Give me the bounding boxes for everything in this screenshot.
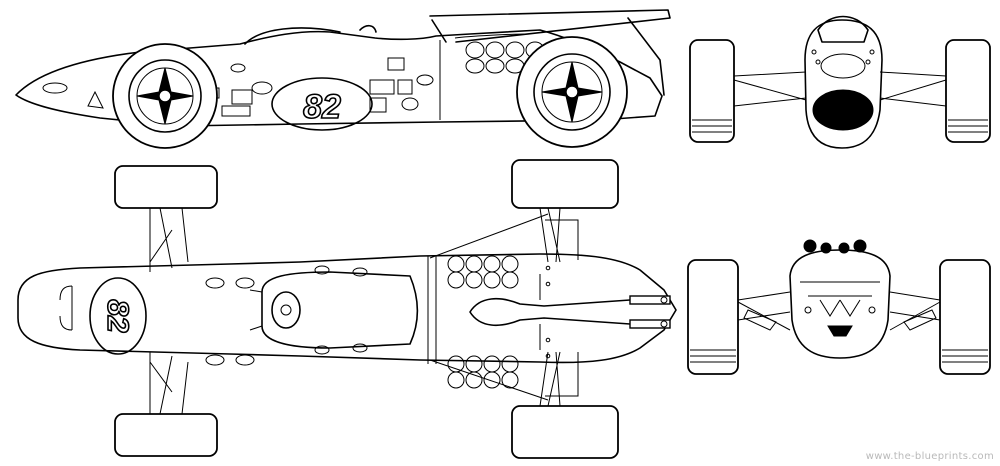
top-number-roundel bbox=[89, 277, 147, 355]
front-view bbox=[689, 15, 991, 149]
top-front-right-tyre bbox=[114, 413, 218, 457]
rear-view bbox=[687, 239, 991, 375]
side-race-number: 82 bbox=[303, 88, 341, 126]
side-view: 82 bbox=[15, 9, 671, 149]
top-stacks bbox=[447, 255, 519, 389]
steering-wheel bbox=[271, 291, 301, 329]
top-race-number: 82 bbox=[101, 299, 134, 333]
front-air-intake bbox=[812, 89, 874, 131]
top-view: 82 bbox=[17, 159, 677, 459]
front-left-tyre bbox=[689, 39, 735, 143]
exhaust-pipes bbox=[469, 297, 631, 327]
top-rear-right-tyre bbox=[511, 405, 619, 459]
top-rear-left-tyre bbox=[511, 159, 619, 209]
top-vents bbox=[205, 265, 368, 366]
side-panels bbox=[42, 57, 434, 117]
rear-right-tyre bbox=[939, 259, 991, 375]
side-rear-wheel bbox=[516, 36, 628, 148]
front-right-tyre bbox=[945, 39, 991, 143]
watermark-text: www.the-blueprints.com bbox=[865, 451, 994, 462]
cockpit bbox=[261, 271, 419, 349]
side-number-roundel bbox=[271, 77, 373, 131]
rear-left-tyre bbox=[687, 259, 739, 375]
side-front-wheel bbox=[112, 43, 218, 149]
top-front-left-tyre bbox=[114, 165, 218, 209]
